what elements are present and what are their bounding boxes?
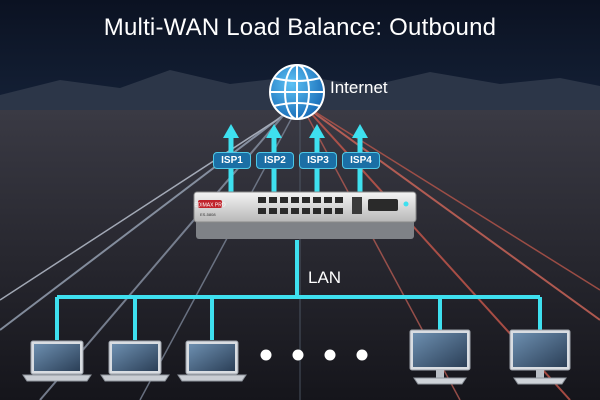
diagram-title: Multi-WAN Load Balance: Outbound xyxy=(103,14,497,41)
lan-network-lines xyxy=(55,240,542,340)
desktop-monitor-icon xyxy=(509,329,571,385)
isp1-badge: ISP1 xyxy=(213,152,251,169)
rj45-port xyxy=(335,208,343,214)
internet-globe-icon xyxy=(269,64,325,120)
internet-label: Internet xyxy=(330,78,388,97)
rj45-port xyxy=(258,208,266,214)
rj45-port xyxy=(313,197,321,203)
rj45-port xyxy=(324,197,332,203)
rj45-port xyxy=(258,197,266,203)
rj45-port xyxy=(280,208,288,214)
device-ports xyxy=(258,197,409,214)
rj45-port xyxy=(280,197,288,203)
rj45-port xyxy=(291,197,299,203)
model-label: ES-5808 xyxy=(200,212,216,217)
desktop-monitor-icon xyxy=(409,329,471,385)
isp4-badge: ISP4 xyxy=(342,152,380,169)
router-device: EDIMAX PRO ES-5808 xyxy=(193,191,417,239)
rj45-port xyxy=(302,208,310,214)
rj45-port xyxy=(313,208,321,214)
more-clients-ellipsis-icon xyxy=(260,349,368,361)
rj45-port xyxy=(269,197,277,203)
rj45-port xyxy=(291,208,299,214)
console-port xyxy=(352,197,362,214)
rj45-port xyxy=(302,197,310,203)
serial-port xyxy=(368,199,398,211)
brand-logo xyxy=(198,200,222,208)
laptop-icon xyxy=(100,340,170,382)
isp3-badge: ISP3 xyxy=(299,152,337,169)
lan-label: LAN xyxy=(308,268,342,287)
power-led xyxy=(403,201,409,207)
rj45-port xyxy=(335,197,343,203)
rj45-port xyxy=(324,208,332,214)
laptop-icon xyxy=(177,340,247,382)
laptop-icon xyxy=(22,340,92,382)
brand-logo-text: EDIMAX PRO xyxy=(194,203,226,209)
rj45-port xyxy=(269,208,277,214)
isp2-badge: ISP2 xyxy=(256,152,294,169)
lan-clients xyxy=(22,329,571,385)
